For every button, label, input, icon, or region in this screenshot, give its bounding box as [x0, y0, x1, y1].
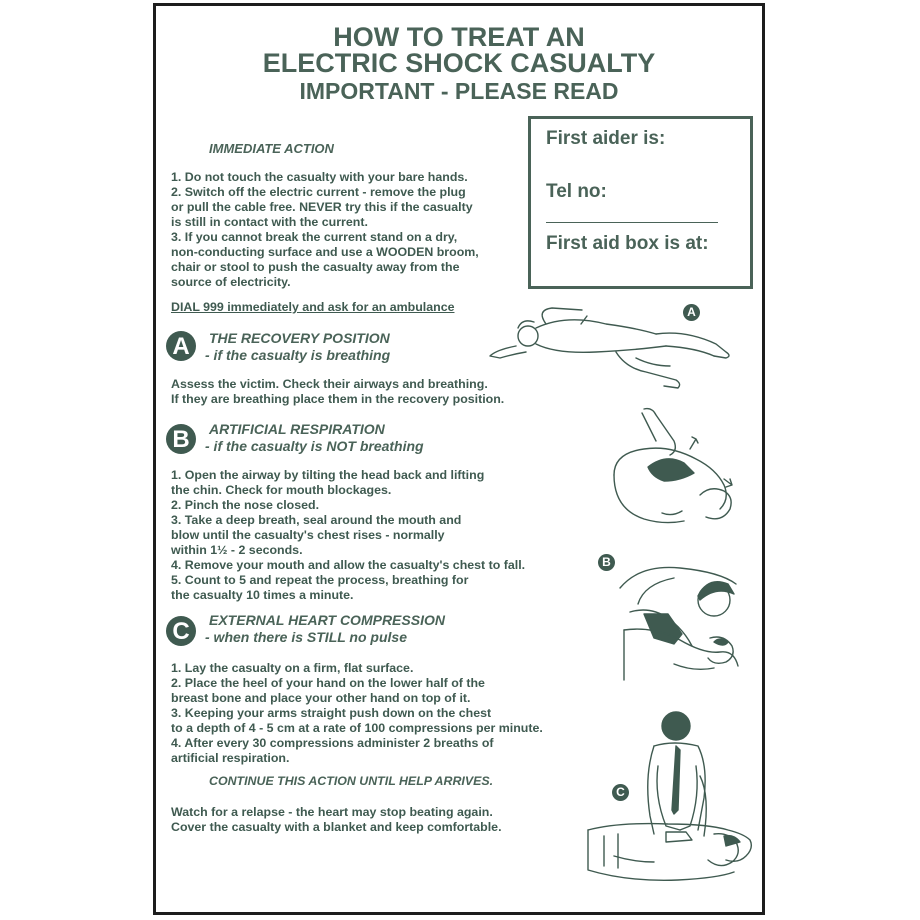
section-b-line: the chin. Check for mouth blockages. [171, 483, 392, 497]
section-b-line: 5. Count to 5 and repeat the process, br… [171, 573, 469, 587]
immediate-line: 1. Do not touch the casualty with your b… [171, 170, 468, 184]
tel-write-line [546, 222, 718, 223]
section-b-line: 3. Take a deep breath, seal around the m… [171, 513, 462, 527]
footer-text: Watch for a relapse - the heart may stop… [171, 805, 502, 835]
recovery-position-illustration [489, 307, 730, 389]
footer-line: Watch for a relapse - the heart may stop… [171, 805, 493, 819]
section-c-subtitle: - when there is STILL no pulse [205, 629, 407, 645]
first-aid-box-label: First aid box is at: [546, 233, 709, 254]
section-c-line: to a depth of 4 - 5 cm at a rate of 100 … [171, 721, 543, 735]
immediate-line: 2. Switch off the electric current - rem… [171, 185, 466, 199]
section-a-text: Assess the victim. Check their airways a… [171, 377, 504, 407]
section-a-line: Assess the victim. Check their airways a… [171, 377, 488, 391]
section-c-steps: 1. Lay the casualty on a firm, flat surf… [171, 661, 543, 766]
section-b-line: 4. Remove your mouth and allow the casua… [171, 558, 526, 572]
section-b-line: 2. Pinch the nose closed. [171, 498, 320, 512]
section-a-badge: A [166, 331, 196, 361]
tel-label: Tel no: [546, 181, 607, 202]
immediate-line: source of electricity. [171, 275, 291, 289]
section-b-badge: B [166, 424, 196, 454]
chest-compression-illustration [587, 711, 753, 881]
immediate-action-heading: IMMEDIATE ACTION [209, 141, 334, 156]
airway-tilt-illustration [613, 407, 733, 524]
safety-poster: HOW TO TREAT AN ELECTRIC SHOCK CASUALTY … [153, 3, 765, 915]
dial-999-notice: DIAL 999 immediately and ask for an ambu… [171, 300, 455, 314]
section-c-line: artificial respiration. [171, 751, 290, 765]
section-b-steps: 1. Open the airway by tilting the head b… [171, 468, 525, 603]
section-b-line: within 1½ - 2 seconds. [171, 543, 303, 557]
section-c-title: EXTERNAL HEART COMPRESSION [209, 612, 445, 628]
section-c-badge: C [166, 616, 196, 646]
section-c-line: 4. After every 30 compressions administe… [171, 736, 494, 750]
first-aider-label: First aider is: [546, 128, 666, 149]
immediate-line: is still in contact with the current. [171, 215, 368, 229]
immediate-line: chair or stool to push the casualty away… [171, 260, 460, 274]
immediate-line: or pull the cable free. NEVER try this i… [171, 200, 473, 214]
section-c-line: 3. Keeping your arms straight push down … [171, 706, 492, 720]
illustration-b-label: B [598, 554, 615, 571]
section-b-subtitle: - if the casualty is NOT breathing [205, 438, 424, 454]
section-c-line: breast bone and place your other hand on… [171, 691, 471, 705]
section-b-line: the casualty 10 times a minute. [171, 588, 354, 602]
immediate-action-steps: 1. Do not touch the casualty with your b… [171, 170, 479, 290]
immediate-line: 3. If you cannot break the current stand… [171, 230, 458, 244]
footer-line: Cover the casualty with a blanket and ke… [171, 820, 502, 834]
immediate-line: non-conducting surface and use a WOODEN … [171, 245, 479, 259]
first-aider-info-box: First aider is: Tel no: First aid box is… [528, 116, 753, 289]
mouth-to-mouth-illustration [619, 566, 739, 681]
section-c-line: 1. Lay the casualty on a firm, flat surf… [171, 661, 414, 675]
illustration-a-label: A [683, 304, 700, 321]
poster-title-line-2: ELECTRIC SHOCK CASUALTY [262, 48, 656, 78]
section-b-line: 1. Open the airway by tilting the head b… [171, 468, 485, 482]
continue-notice: CONTINUE THIS ACTION UNTIL HELP ARRIVES. [209, 774, 494, 788]
section-c-line: 2. Place the heel of your hand on the lo… [171, 676, 485, 690]
section-b-line: blow until the casualty's chest rises - … [171, 528, 445, 542]
section-a-line: If they are breathing place them in the … [171, 392, 505, 406]
section-a-subtitle: - if the casualty is breathing [205, 347, 391, 363]
poster-subtitle: IMPORTANT - PLEASE READ [299, 78, 619, 104]
illustration-c-label: C [612, 784, 629, 801]
section-a-title: THE RECOVERY POSITION [209, 330, 390, 346]
poster-title-line-1: HOW TO TREAT AN [333, 22, 585, 52]
section-b-title: ARTIFICIAL RESPIRATION [209, 421, 385, 437]
